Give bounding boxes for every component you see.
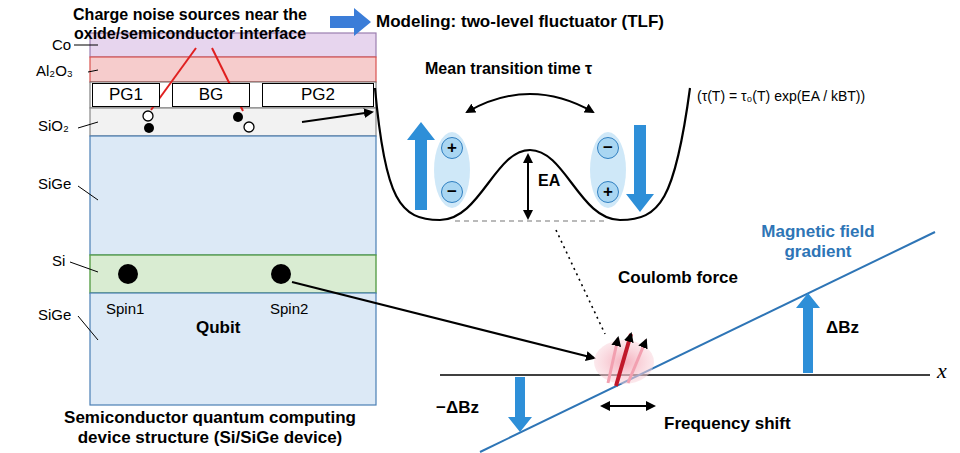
spin-arrow: [616, 334, 631, 386]
spin-label: Spin1: [106, 300, 144, 318]
charge-dot: [233, 112, 243, 122]
section-title: Modeling: two-level fluctuator (TLF): [376, 12, 664, 32]
force-label: Coulomb force: [618, 268, 738, 288]
energy-label: EA: [538, 172, 560, 191]
blue-arrow: [330, 8, 371, 36]
layer-name: Co: [52, 36, 71, 54]
shift-arrow: [602, 405, 654, 407]
dashed-baseline: [455, 220, 605, 221]
x-axis: [440, 374, 930, 376]
layer-name: Al₂O₃: [36, 62, 73, 80]
pointer-arrow: [302, 112, 372, 122]
leader-line: [74, 45, 98, 46]
pointer-arrow: [292, 282, 594, 358]
gate-name: PG1: [109, 85, 143, 105]
leader-line: [78, 122, 98, 128]
charge-circle: +: [597, 181, 619, 203]
transition-arrow: [467, 94, 593, 112]
spin-down-arrow: [626, 125, 654, 212]
field-label: −ΔBz: [436, 398, 479, 418]
callout-title: Charge noise sources near the oxide/semi…: [40, 6, 340, 44]
spin-up-arrow: [407, 122, 435, 210]
charge-sign: +: [603, 183, 613, 200]
charge-circle: −: [597, 137, 619, 159]
gate-electrode: PG2: [262, 83, 374, 107]
axis-label: x: [937, 358, 947, 384]
gradient-label: Magnetic field gradient: [745, 222, 891, 262]
charge-circle: −: [441, 181, 463, 203]
layer-name: SiO₂: [38, 117, 69, 135]
leader-line: [88, 70, 98, 72]
field-label: ΔBz: [826, 318, 859, 338]
hole-dot: [143, 111, 153, 121]
charge-circle: +: [441, 137, 463, 159]
spin-dot: [118, 264, 138, 284]
layer-name: Si: [52, 252, 65, 270]
leader-line: [78, 316, 98, 340]
si-layer: [90, 255, 376, 293]
sige-layer: [90, 293, 376, 405]
field-arrow: [508, 377, 532, 432]
energy-arrow: [527, 155, 529, 218]
shift-label: Frequency shift: [664, 414, 791, 434]
layer-name: SiGe: [38, 175, 71, 193]
gate-layer: [90, 82, 376, 108]
spin-label: Spin2: [270, 300, 308, 318]
section-label: Mean transition time τ: [425, 60, 592, 79]
caption: Semiconductor quantum computing device s…: [45, 408, 375, 448]
dipole-ellipse: [590, 132, 626, 208]
layer-name: SiGe: [38, 306, 71, 324]
coulomb-line: [556, 230, 605, 334]
charge-sign: −: [603, 139, 613, 156]
gate-electrode: BG: [172, 83, 250, 107]
sige-layer: [90, 136, 376, 255]
dipole-ellipse: [434, 132, 470, 208]
double-well: [375, 88, 690, 220]
field-arrow: [796, 293, 820, 373]
qubit-label: Qubit: [196, 318, 240, 338]
gate-name: BG: [199, 85, 224, 105]
sio2-layer: [90, 108, 376, 136]
gradient-line: [480, 232, 935, 452]
spin-dot: [271, 264, 291, 284]
leader-line: [78, 186, 98, 200]
gate-name: PG2: [301, 85, 335, 105]
charge-dot: [144, 123, 154, 133]
spin-arrow-faint: [608, 338, 618, 383]
charge-sign: −: [447, 183, 457, 200]
gate-electrode: PG1: [92, 83, 160, 107]
charge-sign: +: [447, 139, 457, 156]
formula: (τ(T) = τ₀(T) exp(EA / kBT)): [697, 88, 865, 105]
hole-dot: [244, 122, 254, 132]
al2o3-layer: [90, 57, 376, 82]
spin-arrow-faint: [628, 340, 646, 383]
leader-line: [70, 262, 98, 272]
